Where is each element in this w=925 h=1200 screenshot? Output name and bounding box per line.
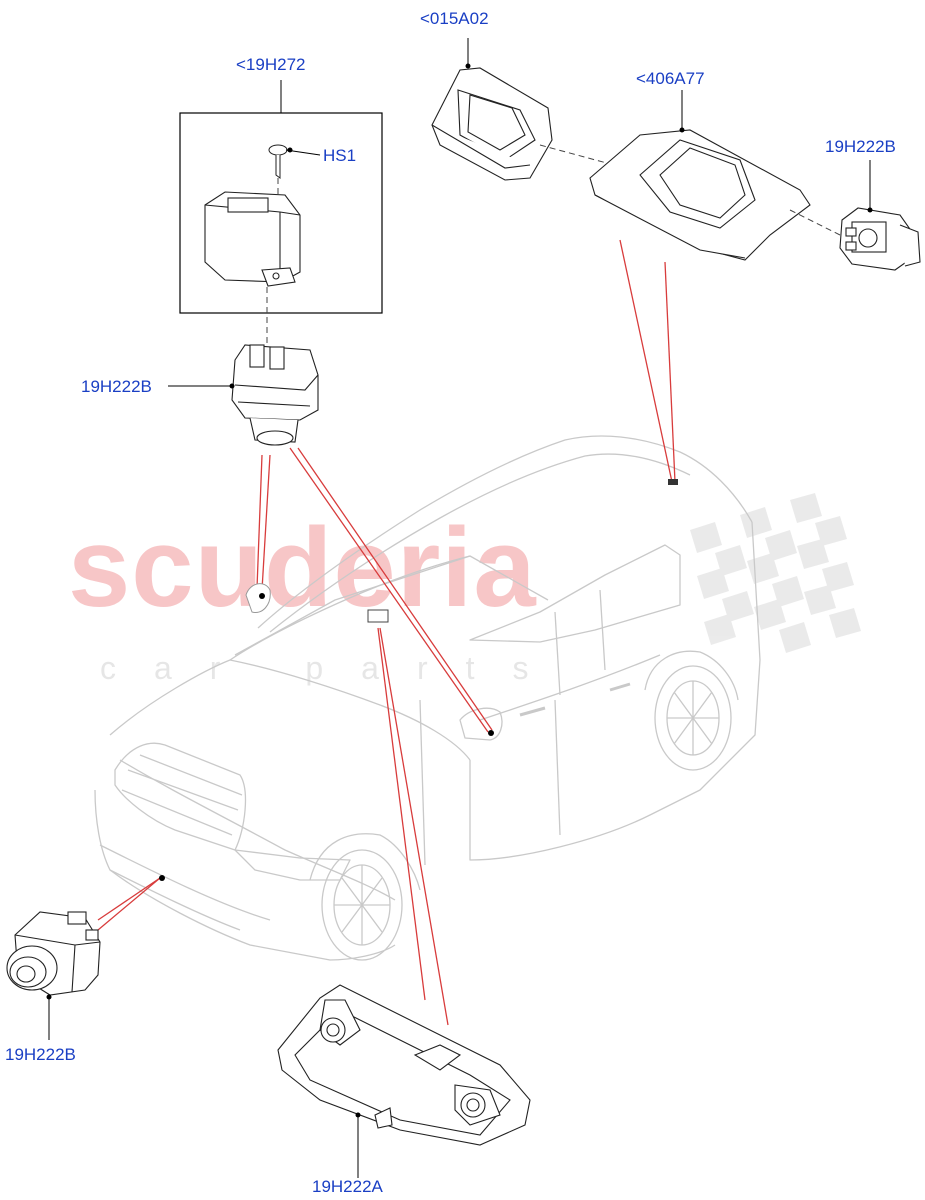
camera-housing-part: [204, 191, 301, 287]
location-lines: [97, 239, 676, 1026]
callout-screw: HS1: [323, 146, 357, 165]
vehicle-outline: [94, 435, 761, 961]
camera-rear-part: [277, 984, 531, 1146]
callout-bracket-406a77: <406A77: [636, 69, 705, 88]
callout-camera-rear: 19H222A: [312, 1177, 383, 1196]
callout-camera-front: 19H222B: [5, 1045, 76, 1064]
camera-housing-kit: [179, 80, 383, 345]
callout-camera-upper-right: 19H222B: [825, 137, 896, 156]
callout-bracket-015a02: <015A02: [420, 9, 489, 28]
camera-front-part: [6, 911, 101, 996]
checkered-flag-watermark: [690, 493, 861, 653]
bracket-406a77-part: [589, 129, 811, 261]
camera-upper-left-part: [231, 344, 319, 446]
screw-part: [268, 144, 288, 179]
watermark-brand: scuderia: [68, 505, 537, 630]
callout-camera-upper-left: 19H222B: [81, 377, 152, 396]
callout-camera-housing-kit: <19H272: [236, 55, 306, 74]
camera-upper-right-part: [839, 207, 921, 271]
location-markers: [159, 479, 678, 881]
bracket-015a02-part: [431, 67, 553, 181]
